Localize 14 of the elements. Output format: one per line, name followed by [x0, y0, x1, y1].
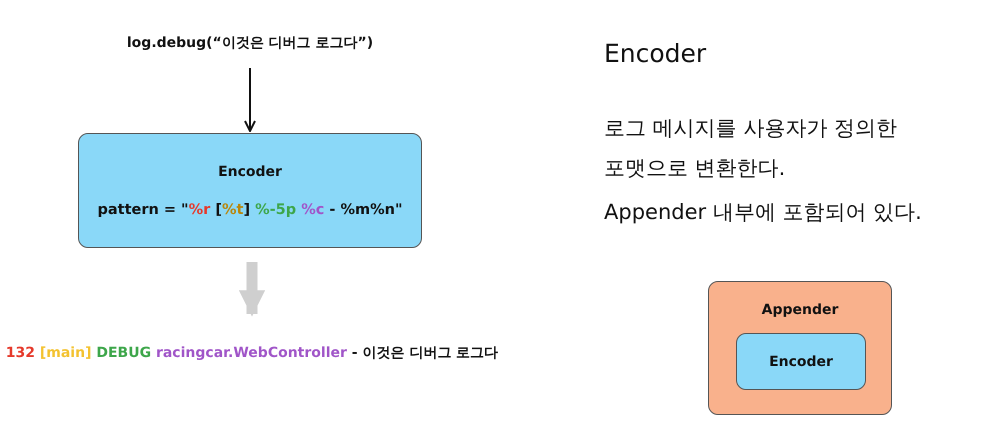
component-box: [736, 333, 866, 390]
description-text: 로그 메시지를 사용자가 정의한 포맷으로 변환한다.: [604, 115, 898, 182]
log-output-text: 132 [main] DEBUG racingcar.WebController - 이것은 디버그 로그다: [4, 344, 500, 362]
pattern-text: pattern = "%r [%t] %-5p %c - %m%n": [97, 202, 403, 218]
description-text: Appender 내부에 포함되어 있다.: [604, 199, 923, 226]
arrow: [244, 68, 256, 132]
code-text: log.debug(“이것은 디버그 로그다”): [126, 34, 374, 52]
box-title: Appender: [762, 302, 838, 318]
title: Encoder: [604, 38, 706, 70]
component-box: [708, 281, 892, 415]
arrow: [238, 262, 266, 317]
box-title: Encoder: [769, 354, 833, 370]
box-title: Encoder: [218, 164, 282, 180]
component-box: [78, 133, 422, 248]
